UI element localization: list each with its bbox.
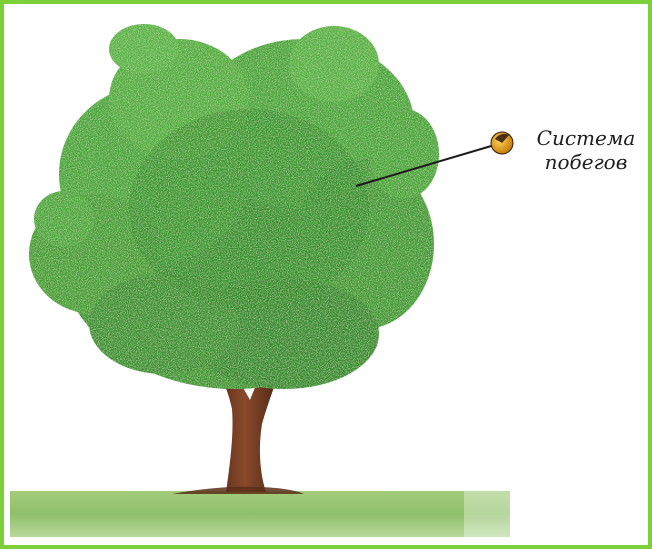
callout-label-line1: Система (526, 126, 646, 150)
tree-crown (29, 24, 439, 389)
tree-illustration (4, 4, 652, 549)
callout-label-line2: побегов (526, 150, 646, 174)
ground (10, 491, 510, 537)
callout-label: Система побегов (526, 126, 646, 174)
